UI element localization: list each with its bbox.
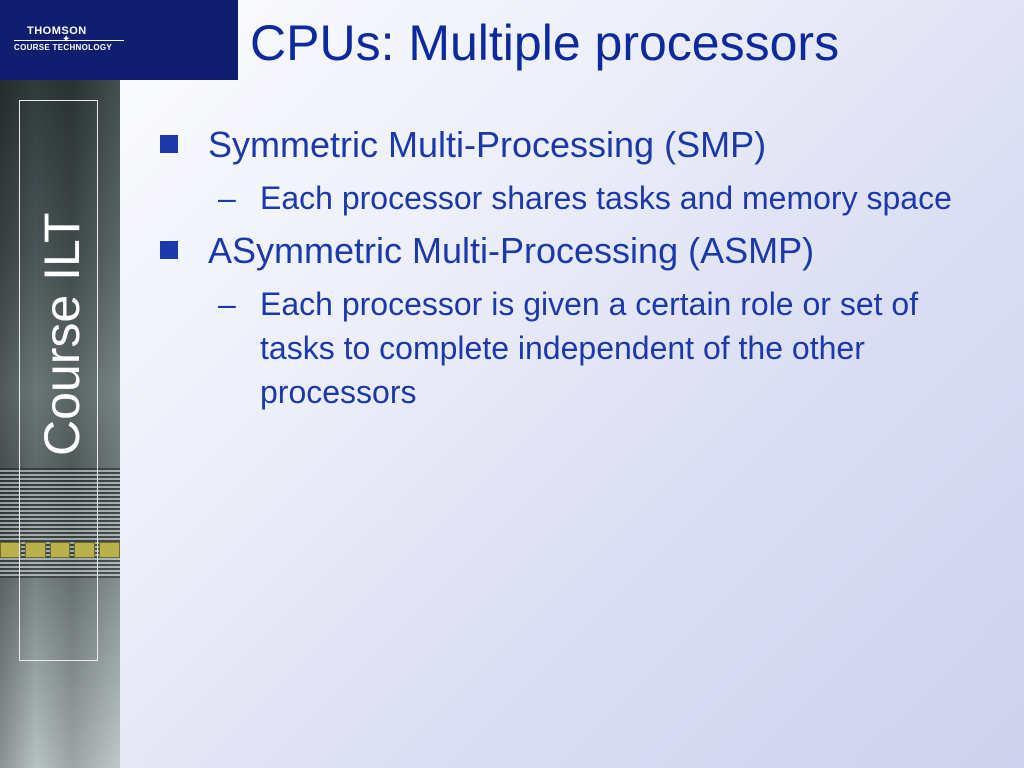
sidebar-blocks [0,542,120,558]
sub-bullet-smp: – Each processor shares tasks and memory… [160,176,1000,220]
sidebar-label: Course ILT [34,212,90,456]
bullet-text: Symmetric Multi-Processing (SMP) [208,124,767,165]
sidebar-frame [19,100,98,661]
dash-bullet-icon: – [218,286,236,322]
sidebar-stripes [0,468,120,578]
bullet-smp: Symmetric Multi-Processing (SMP) [160,122,1000,168]
sub-bullet-text: Each processor shares tasks and memory s… [260,180,952,216]
logo-divider [14,40,124,41]
bullet-asmp: ASymmetric Multi-Processing (ASMP) [160,228,1000,274]
dash-bullet-icon: – [218,180,236,216]
sub-bullet-asmp: – Each processor is given a certain role… [160,282,1000,414]
slide-body: Symmetric Multi-Processing (SMP) – Each … [160,122,1000,422]
slide-title: CPUs: Multiple processors [250,15,840,71]
thomson-logo: THOMSON ✦ COURSE TECHNOLOGY [0,0,238,80]
square-bullet-icon [160,135,178,153]
logo-star-icon: ✦ [62,34,71,45]
logo-line2: COURSE TECHNOLOGY [14,43,112,52]
bullet-text: ASymmetric Multi-Processing (ASMP) [208,230,815,271]
logo-line1: THOMSON [27,25,87,37]
sidebar-graphic [0,80,120,768]
sub-bullet-text: Each processor is given a certain role o… [260,286,919,410]
square-bullet-icon [160,241,178,259]
